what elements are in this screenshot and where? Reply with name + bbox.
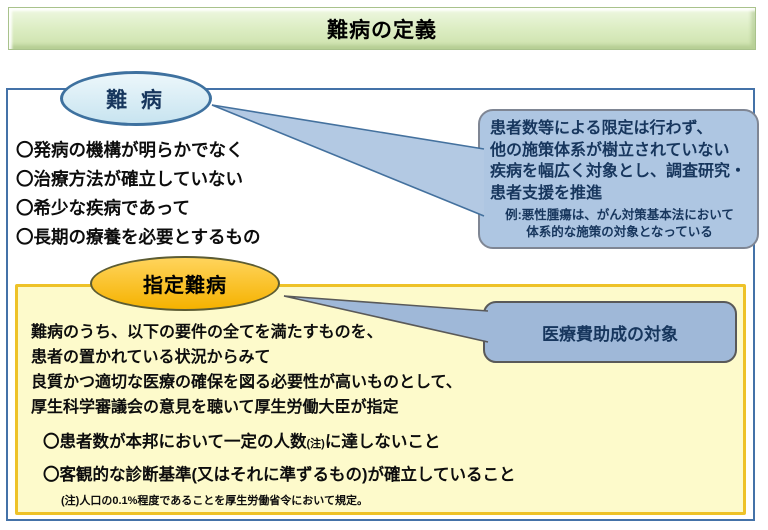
requirement-patient-count: 〇患者数が本邦において一定の人数(注)に達しないこと [43,428,440,452]
nanbyo-ellipse: 難 病 [60,71,212,126]
nanbyo-callout-box: 患者数等による限定は行わず、 他の施策体系が樹立されていない 疾病を幅広く対象と… [478,109,759,249]
footnote: (注)人口の0.1%程度であることを厚生労働省令において規定。 [61,495,368,507]
nanbyo-callout-example-line: 例:悪性腫瘍は、がん対策基本法において [505,208,734,222]
note-reference: (注) [306,438,325,450]
title-banner: 難病の定義 [8,7,756,50]
nanbyo-callout-line: 他の施策体系が樹立されていない [490,141,730,159]
requirement-text: に達しないこと [324,433,441,451]
shitei-nanbyo-ellipse: 指定難病 [90,256,280,311]
requirement-diagnostic-criteria: 〇客観的な診断基準(又はそれに準ずるもの)が確立していること [43,461,516,485]
requirement-text: 〇患者数が本邦において一定の人数 [43,433,307,451]
medical-subsidy-callout-box: 医療費助成の対象 [483,301,737,363]
requirement-text: 〇客観的な診断基準(又はそれに準ずるもの)が確立していること [43,466,516,484]
criteria-item: 〇希少な疾病であって [16,198,190,218]
criteria-item: 〇長期の療養を必要とするもの [16,227,261,247]
shitei-nanbyo-ellipse-label: 指定難病 [143,275,227,297]
nanbyo-callout-example-line: 体系的な施策の対象となっている [526,225,713,239]
nanbyo-ellipse-label: 難 病 [106,88,166,112]
shitei-description-line: 患者の置かれている状況からみて [31,349,271,366]
shitei-description-line: 厚生科学審議会の意見を聴いて厚生労働大臣が指定 [31,399,399,416]
shitei-description-line: 難病のうち、以下の要件の全てを満たすものを、 [31,324,383,341]
nanbyo-criteria-list: 〇発病の機構が明らかでなく 〇治療方法が確立していない 〇希少な疾病であって 〇… [16,136,260,252]
shitei-description-line: 良質かつ適切な医療の確保を図る必要性が高いものとして、 [31,374,462,391]
medical-subsidy-label: 医療費助成の対象 [542,324,678,344]
criteria-item: 〇発病の機構が明らかでなく [16,140,244,160]
nanbyo-callout-line: 患者支援を推進 [490,184,603,202]
nanbyo-callout-line: 疾病を幅広く対象とし、調査研究・ [490,163,747,180]
shitei-description: 難病のうち、以下の要件の全てを満たすものを、 患者の置かれている状況からみて 良… [31,320,462,420]
criteria-item: 〇治療方法が確立していない [16,169,243,189]
nanbyo-callout-line: 患者数等による限定は行わず、 [490,120,713,137]
page-title: 難病の定義 [327,18,437,42]
